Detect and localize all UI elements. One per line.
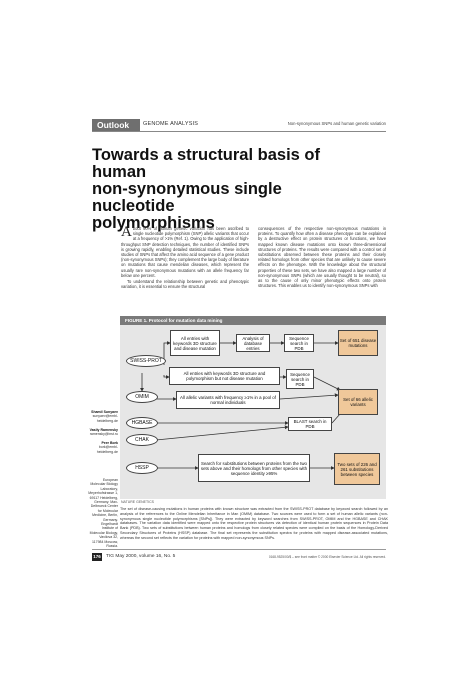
body-paragraph: consequences of the respective non-synon… bbox=[258, 226, 386, 289]
step-pdb-search-1: Sequence search in PDB bbox=[284, 334, 314, 352]
figure-title-bar: FIGURE 1. Protocol for mutation data min… bbox=[120, 316, 386, 325]
title-line-2: non-synonymous single nucleotide bbox=[92, 180, 282, 215]
figure-flowchart: SWISS-PROT OMIM HGBASE CHAK HSSP All ent… bbox=[120, 325, 386, 499]
figure-caption: The set of disease-causing mutations in … bbox=[120, 507, 388, 540]
source-swissprot: SWISS-PROT bbox=[126, 355, 166, 367]
article-title: Towards a structural basis of human non-… bbox=[92, 147, 362, 232]
author-email: ramensky@inst.ru bbox=[89, 432, 118, 437]
result-allelic-variants: Set of 66 allelic variants bbox=[338, 389, 378, 415]
step-keyword-polymorphism: All entries with keywords 3D structure a… bbox=[169, 367, 280, 385]
title-line-1: Towards a structural basis of human bbox=[92, 146, 321, 181]
section-tab: Outlook bbox=[92, 119, 140, 131]
body-column-2: consequences of the respective non-synon… bbox=[258, 226, 386, 288]
source-hssp: HSSP bbox=[126, 462, 158, 474]
step-pdb-search-2: Sequence search in PDB bbox=[286, 369, 314, 389]
drop-cap: A bbox=[121, 224, 132, 240]
step-substitution-search: Search for substitutions between protein… bbox=[198, 454, 310, 482]
step-blast-search: BLAST search in PDB bbox=[288, 417, 332, 431]
author-block: Shamil Sunyaev sunyaev@embl-heidelberg.d… bbox=[88, 410, 118, 454]
running-title: Non-synonymous SNPs and human genetic va… bbox=[287, 121, 386, 126]
author-email: bork@embl-heidelberg.de bbox=[96, 445, 118, 454]
copyright-line: 0168-9525/00/$ – see front matter © 2000… bbox=[268, 555, 386, 559]
result-substitution-sets: Two sets of 226 and 261 substitutions be… bbox=[334, 453, 380, 485]
author-name: Vasily Ramensky bbox=[89, 427, 118, 432]
author-name: Shamil Sunyaev bbox=[91, 410, 118, 414]
affiliations: European Molecular Biology Laboratory, M… bbox=[88, 478, 118, 549]
section-category: GENOME ANALYSIS bbox=[143, 121, 199, 127]
body-paragraph: bout 90% of human genetic variation has … bbox=[121, 226, 249, 278]
body-column-1: A bout 90% of human genetic variation ha… bbox=[121, 224, 249, 290]
body-paragraph: To understand the relationship between g… bbox=[121, 279, 249, 290]
author-email: sunyaev@embl-heidelberg.de bbox=[92, 414, 118, 423]
author-name: Peer Bork bbox=[101, 440, 118, 445]
flowchart-connectors bbox=[140, 341, 349, 470]
source-hgbase: HGBASE bbox=[126, 417, 158, 429]
journal-issue: TIG May 2000, volume 16, No. 5 bbox=[106, 554, 176, 559]
header-rule bbox=[92, 131, 386, 132]
footer-rule bbox=[92, 549, 386, 550]
title-line-3: polymorphisms bbox=[92, 214, 215, 232]
source-omim: OMIM bbox=[126, 391, 158, 403]
step-keyword-disease: All entries with keywords 3D structure a… bbox=[170, 330, 220, 356]
step-allelic-variants: All allelic variants with frequency ≥1% … bbox=[176, 391, 280, 409]
page-number: 176 bbox=[92, 553, 102, 561]
step-analysis: Analysis of database entries bbox=[236, 334, 270, 352]
result-disease-mutations: Set of 651 disease mutations bbox=[338, 330, 378, 356]
source-chak: CHAK bbox=[126, 434, 158, 446]
figure-credit: NATURE GENETICS bbox=[121, 500, 154, 504]
